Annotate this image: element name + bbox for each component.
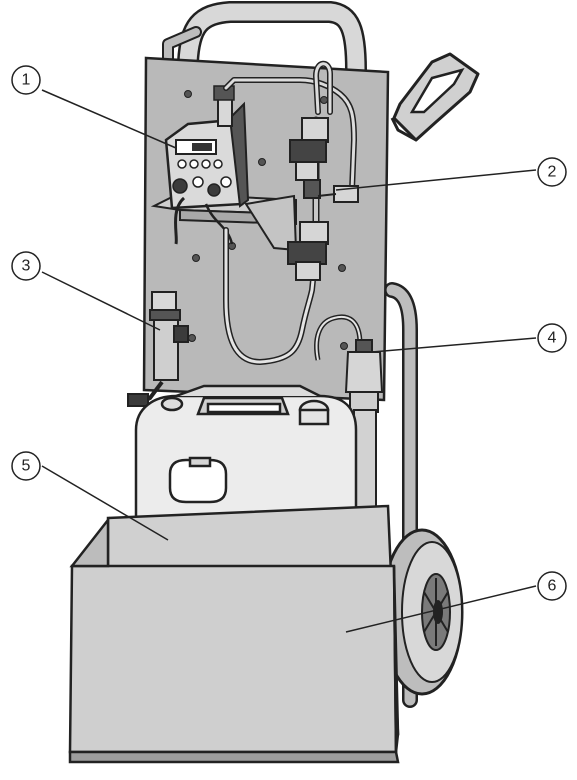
leader-6 — [345, 585, 537, 633]
callout-2-number: 2 — [548, 164, 557, 181]
leader-2 — [335, 169, 537, 191]
transport-box — [68, 504, 400, 764]
push-handle — [390, 52, 480, 142]
callout-labels: 1 2 3 4 5 6 — [11, 65, 567, 601]
leader-4 — [371, 337, 537, 353]
leader-5 — [41, 465, 169, 541]
check-valves — [287, 117, 359, 281]
callout-1: 1 — [11, 65, 41, 95]
callout-4: 4 — [537, 323, 567, 353]
leader-3 — [41, 271, 161, 331]
suction-fitting — [127, 291, 189, 407]
callout-6: 6 — [537, 571, 567, 601]
trolley-frame — [162, 1, 418, 708]
callout-1-number: 1 — [22, 72, 31, 89]
callout-5-number: 5 — [22, 458, 31, 475]
callout-3: 3 — [11, 251, 41, 281]
metering-pump — [150, 85, 298, 252]
callout-4-number: 4 — [548, 330, 557, 347]
callout-5: 5 — [11, 451, 41, 481]
callout-6-number: 6 — [548, 578, 557, 595]
callout-3-number: 3 — [22, 258, 31, 275]
wheel — [380, 528, 464, 696]
callout-leaders — [41, 89, 537, 633]
leader-1 — [41, 89, 177, 149]
callout-2: 2 — [537, 157, 567, 187]
